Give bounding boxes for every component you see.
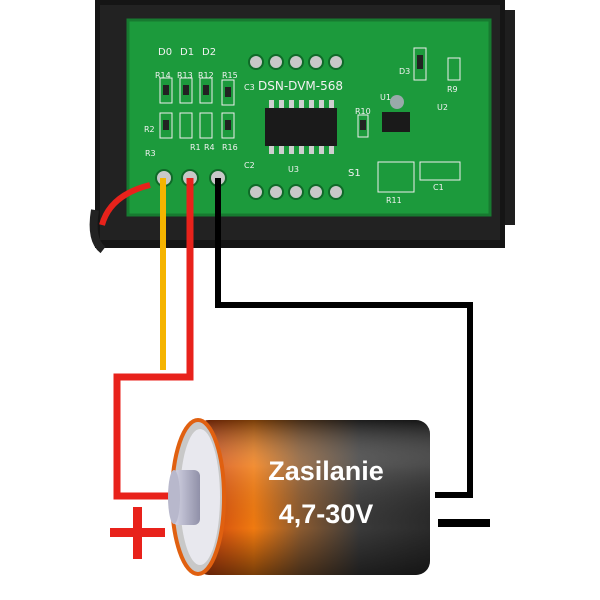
wire-black-negative — [215, 178, 473, 498]
pcb-label: U3 — [288, 165, 299, 174]
wires — [99, 178, 473, 500]
wire-loop-red — [99, 182, 151, 226]
pcb-label: S1 — [348, 168, 361, 179]
pcb-label: D0 — [158, 47, 172, 58]
pcb-label: R4 — [204, 143, 215, 152]
minus-icon — [438, 519, 490, 527]
battery-voltage: 4,7-30V — [279, 499, 374, 529]
wire-red-positive — [113, 178, 194, 500]
pcb-label: D1 — [180, 47, 194, 58]
pcb-label: R10 — [355, 107, 371, 116]
pcb-label: R14 — [155, 71, 171, 80]
pcb-board: DSN-DVM-568 D0 D1 D2 R14 R13 R12 R — [126, 18, 492, 217]
pcb-label: D2 — [202, 47, 216, 58]
battery: Zasilanie 4,7-30V — [168, 418, 430, 576]
pcb-label: R16 — [222, 143, 238, 152]
voltage-regulator — [382, 112, 410, 132]
pcb-label: R15 — [222, 71, 238, 80]
pcb-label: R11 — [386, 196, 402, 205]
pcb-label: D3 — [399, 67, 410, 76]
pcb-label: R9 — [447, 85, 458, 94]
pcb-label: U2 — [437, 103, 448, 112]
pcb-label: C2 — [244, 161, 255, 170]
ic-chip — [265, 108, 337, 146]
pcb-label: R3 — [145, 149, 156, 158]
battery-label: Zasilanie — [268, 456, 384, 486]
pcb-label: R13 — [177, 71, 193, 80]
pcb-label: C1 — [433, 183, 444, 192]
pcb-label: R2 — [144, 125, 155, 134]
pcb-label: C3 — [244, 83, 255, 92]
pcb-label: R12 — [198, 71, 214, 80]
plus-icon — [110, 507, 165, 559]
pcb-label: U1 — [380, 93, 391, 102]
pcb-model-label: DSN-DVM-568 — [258, 79, 343, 93]
pcb-label: R1 — [190, 143, 201, 152]
